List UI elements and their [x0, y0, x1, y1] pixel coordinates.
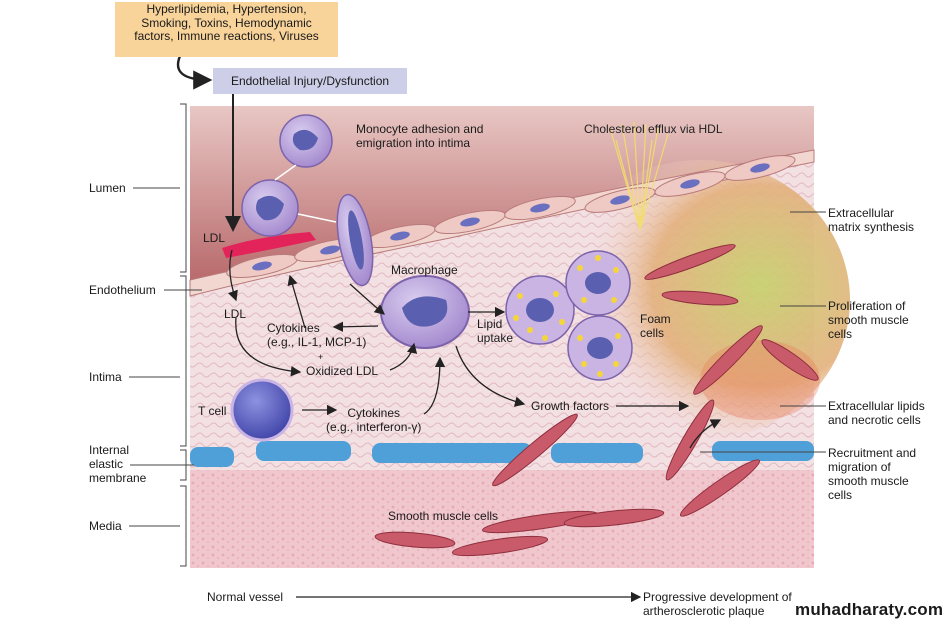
macrophage — [380, 275, 470, 349]
cholesterol-label: Cholesterol efflux via HDL — [584, 122, 723, 136]
tcell-cytokines-label: Cytokines (e.g., interferon-γ) — [326, 406, 421, 434]
growth-factors-label: Growth factors — [531, 399, 610, 413]
recruit-line: migration of — [828, 460, 891, 474]
foam-cell-1 — [505, 275, 575, 345]
plus-sign: + — [318, 352, 324, 362]
lumen-label: Lumen — [89, 181, 126, 195]
extracellular-lipids-label: Extracellular lipids and necrotic cells — [828, 399, 925, 427]
lipid-uptake-label: Lipid uptake — [477, 317, 513, 345]
monocyte-line: emigration into intima — [356, 136, 471, 150]
iem-line: elastic — [89, 457, 124, 471]
risk-factor-line: factors, Immune reactions, Viruses — [134, 29, 319, 43]
recruit-line: smooth muscle — [828, 474, 909, 488]
ecm-line: Extracellular — [828, 206, 895, 220]
tcell-cytokines-line: Cytokines — [347, 406, 401, 420]
media-label: Media — [89, 519, 122, 533]
monocyte-1 — [279, 114, 333, 168]
smooth-muscle-cells — [374, 244, 819, 557]
monocyte-label: Monocyte adhesion and emigration into in… — [356, 122, 483, 150]
lipid-line: Lipid — [477, 317, 503, 331]
risk-factor-line: Hyperlipidemia, Hypertension, — [146, 2, 307, 16]
internal-elastic-membrane — [190, 441, 814, 467]
recruitment-label: Recruitment and migration of smooth musc… — [828, 446, 916, 502]
endothelial-injury-box: Endothelial Injury/Dysfunction — [213, 68, 407, 94]
layer-brackets — [129, 103, 202, 567]
iem-line: Internal — [89, 443, 130, 457]
ldl-label: LDL — [224, 307, 247, 321]
ecm-line: matrix synthesis — [828, 220, 915, 234]
foam-cells-label: Foam cells — [640, 312, 671, 340]
foam-line: Foam — [640, 312, 671, 326]
iem-line: membrane — [89, 471, 147, 485]
normal-vessel-label: Normal vessel — [207, 590, 284, 604]
progressive-line: Progressive development of — [643, 590, 792, 604]
progressive-label: Progressive development of artherosclero… — [643, 590, 792, 618]
cytokines-label: Cytokines (e.g., IL-1, MCP-1) — [267, 321, 366, 349]
risk-factors-box: Hyperlipidemia, Hypertension, Smoking, T… — [115, 2, 338, 57]
prolif-line: Proliferation of — [828, 299, 906, 313]
prolif-line: smooth muscle — [828, 313, 909, 327]
foam-cell-3 — [567, 315, 633, 381]
monocyte-line: Monocyte adhesion and — [356, 122, 484, 136]
lipids-line: Extracellular lipids — [828, 399, 925, 413]
t-cell — [230, 378, 294, 442]
recruit-line: Recruitment and — [828, 446, 917, 460]
cytokines-line: Cytokines — [267, 321, 320, 335]
risk-factor-line: Smoking, Toxins, Hemodynamic — [141, 15, 312, 30]
ldl-top-label: LDL — [203, 231, 226, 245]
oxidized-ldl-label: Oxidized LDL — [306, 364, 379, 378]
lipid-droplets — [513, 255, 621, 377]
endothelial-injury-patch — [222, 232, 316, 258]
tcell-cytokines-line: (e.g., interferon-γ) — [326, 420, 422, 434]
endothelium-label: Endothelium — [89, 283, 156, 297]
lipid-line: uptake — [477, 331, 514, 345]
monocyte-2 — [241, 179, 299, 237]
hdl-efflux — [609, 121, 669, 231]
cytokines-line: (e.g., IL-1, MCP-1) — [267, 335, 367, 349]
recruit-line: cells — [828, 488, 853, 502]
proliferation-label: Proliferation of smooth muscle cells — [828, 299, 909, 341]
t-cell-label: T cell — [198, 404, 227, 418]
foam-line: cells — [640, 326, 665, 340]
monocyte-emigrating — [336, 193, 374, 287]
smooth-muscle-label: Smooth muscle cells — [388, 509, 499, 523]
ecm-label: Extracellular matrix synthesis — [828, 206, 914, 234]
macrophage-label: Macrophage — [391, 263, 458, 277]
progressive-line: artherosclerotic plaque — [643, 604, 765, 618]
lipids-line: and necrotic cells — [828, 413, 921, 427]
prolif-line: cells — [828, 327, 853, 341]
watermark: muhadharaty.com — [795, 600, 944, 619]
internal-elastic-membrane-label: Internal elastic membrane — [89, 443, 146, 485]
right-leaders — [700, 211, 826, 453]
pathway-arrows — [176, 55, 722, 603]
endothelial-nuclei — [252, 163, 770, 271]
intima-label: Intima — [89, 370, 122, 384]
